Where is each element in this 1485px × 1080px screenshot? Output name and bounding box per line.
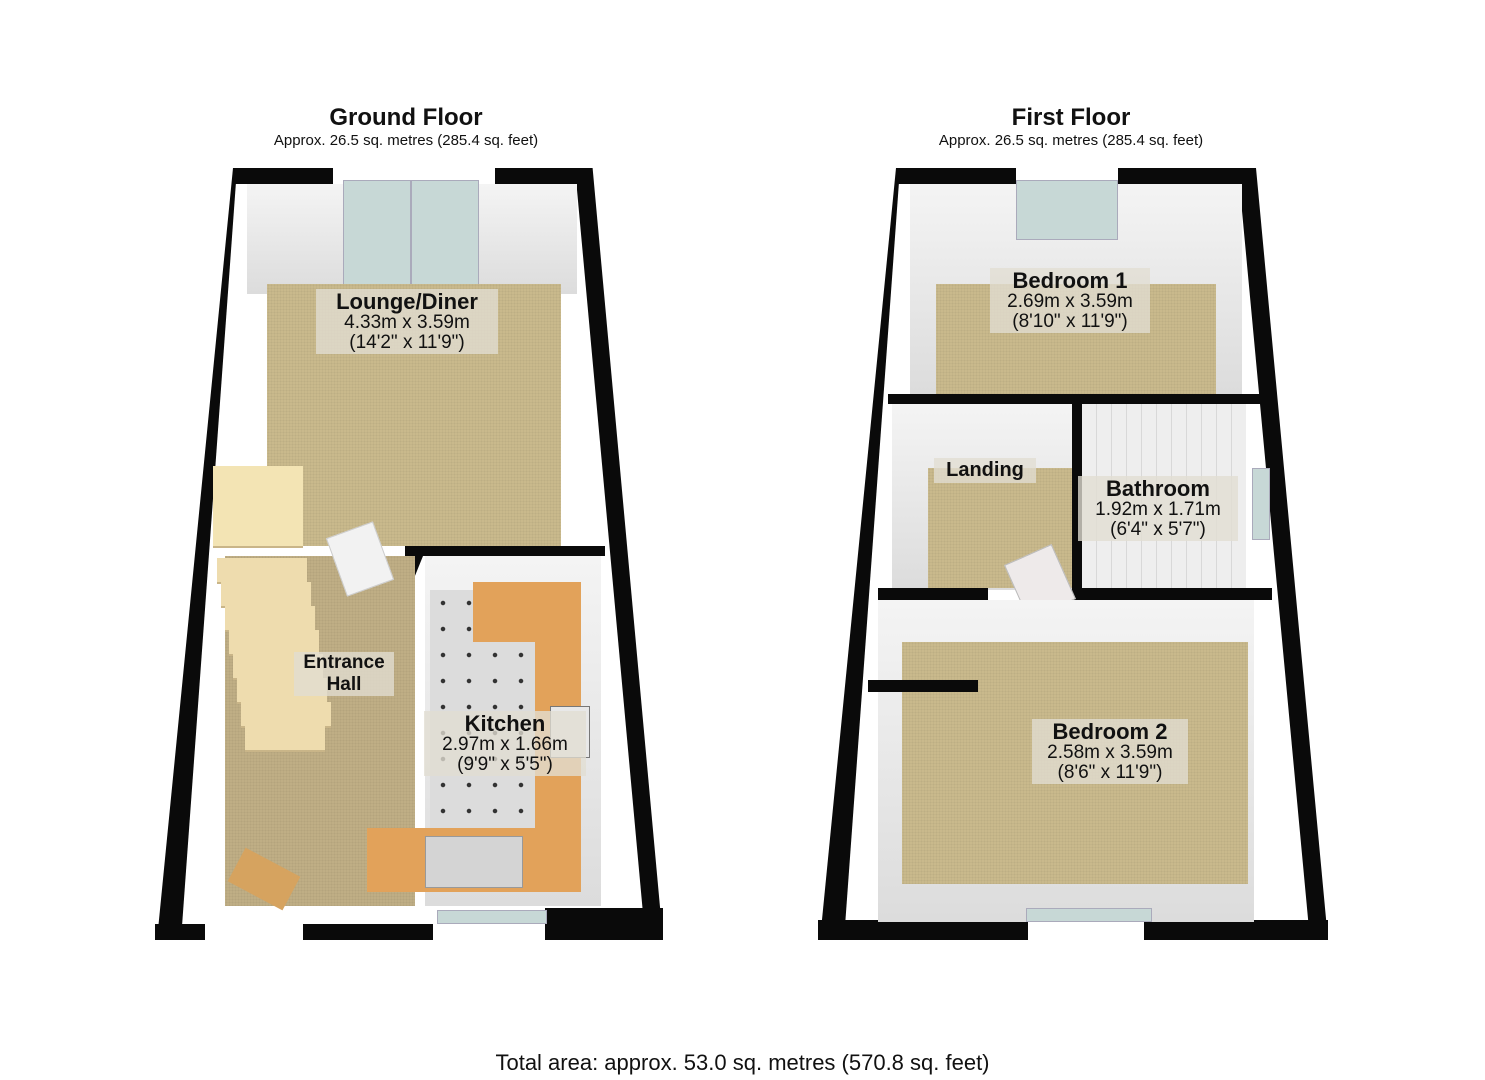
ground-floor-heading: Ground Floor Approx. 26.5 sq. metres (28…	[256, 104, 556, 150]
bathroom-window	[1252, 468, 1270, 540]
room-label-bedroom-1: Bedroom 1 2.69m x 3.59m (8'10" x 11'9")	[990, 268, 1150, 333]
total-area: Total area: approx. 53.0 sq. metres (570…	[495, 1050, 990, 1075]
ground-floor-plan	[155, 168, 665, 940]
first-floor-heading: First Floor Approx. 26.5 sq. metres (285…	[920, 104, 1222, 150]
stair-landing	[213, 466, 303, 548]
wall-cupboard	[868, 680, 978, 692]
wall-bottom-right	[545, 908, 663, 940]
ground-floor-area: Approx. 26.5 sq. metres (285.4 sq. feet)	[273, 132, 539, 149]
kitchen-counter-right	[473, 582, 581, 642]
bedroom1-window	[1016, 180, 1118, 240]
wall-top-right	[1118, 168, 1252, 184]
wall-top-right	[495, 168, 591, 184]
stair-step-4	[229, 630, 319, 656]
stair-step-3	[225, 606, 315, 632]
room-label-bedroom-2: Bedroom 2 2.58m x 3.59m (8'6" x 11'9")	[1032, 719, 1188, 784]
wall-bathroom-bottom	[1072, 588, 1272, 600]
kitchen-window	[437, 910, 547, 924]
stair-step-2	[221, 582, 311, 608]
stair-step-1	[217, 558, 307, 584]
wall-top-left	[896, 168, 1016, 184]
wall-top-left	[235, 168, 333, 184]
first-floor-area: Approx. 26.5 sq. metres (285.4 sq. feet)	[938, 132, 1204, 149]
ground-floor-title: Ground Floor	[329, 104, 483, 131]
room-label-kitchen: Kitchen 2.97m x 1.66m (9'9" x 5'5")	[424, 711, 586, 776]
stair-step-7	[241, 702, 331, 728]
room-label-bathroom: Bathroom 1.92m x 1.71m (6'4" x 5'7")	[1078, 476, 1238, 541]
stair-step-8	[245, 726, 325, 752]
first-floor-title: First Floor	[1011, 104, 1131, 131]
wall-lounge-kitchen	[405, 546, 605, 556]
wall-bottom-left	[818, 920, 1028, 940]
sink-icon	[425, 836, 523, 888]
room-label-lounge-diner: Lounge/Diner 4.33m x 3.59m (14'2" x 11'9…	[316, 289, 498, 354]
wall-bottom-right	[1144, 920, 1328, 940]
patio-door-right	[411, 180, 479, 290]
patio-door-left	[343, 180, 411, 290]
room-label-landing: Landing	[934, 458, 1036, 483]
wall-bottom-mid	[303, 924, 433, 940]
wall-bedroom1-landing	[888, 394, 1268, 404]
bedroom2-window	[1026, 908, 1152, 922]
room-label-entrance-hall: Entrance Hall	[294, 652, 394, 696]
wall-landing-bottom	[878, 588, 988, 600]
wall-landing-bathroom	[1072, 404, 1082, 600]
wall-bottom-left	[155, 924, 205, 940]
